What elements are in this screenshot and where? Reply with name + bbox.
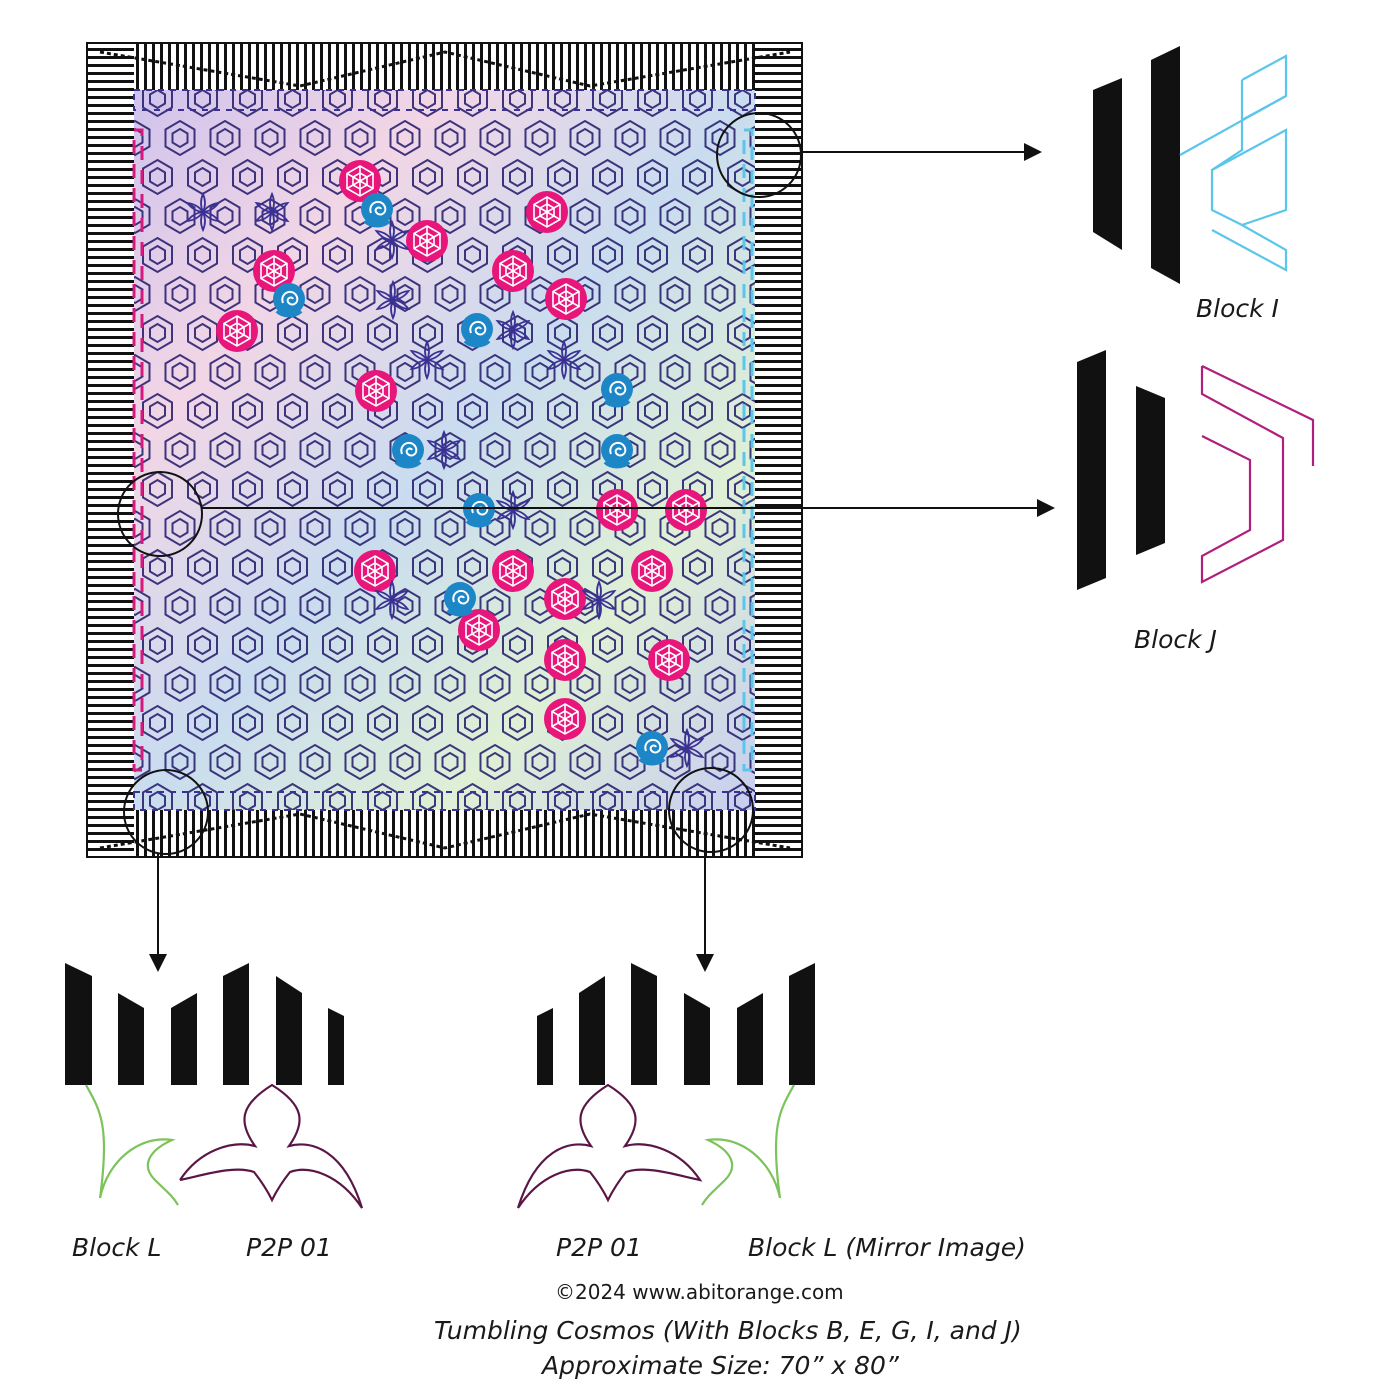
quilt-border-zigzag-bottom: [99, 812, 791, 850]
quilt-border-outline: [86, 42, 803, 858]
quilt-bottom-leaf-row: [133, 791, 756, 811]
label-block-j: Block J: [1134, 625, 1217, 654]
quilt-border-zigzag-top: [99, 50, 791, 88]
block-l-mirror-green-outline: [701, 1084, 795, 1206]
quilt-border-bottom: [87, 810, 802, 857]
quilt-right-cyan-edge: [742, 128, 754, 772]
quilt-border-top: [87, 43, 802, 90]
blue-swirl-icon: [461, 491, 497, 528]
blue-swirl-icon: [599, 371, 635, 408]
label-p2p-left: P2P 01: [246, 1233, 332, 1262]
arrow-head-icon: [1024, 143, 1042, 161]
p2p-plum-outline: [516, 1083, 703, 1209]
magenta-rosette-icon: [664, 488, 708, 532]
block-l-detail: [65, 963, 364, 1209]
magenta-rosette-icon: [491, 549, 535, 593]
magenta-rosette-icon: [543, 577, 587, 621]
label-block-l-mirror: Block L (Mirror Image): [748, 1233, 1026, 1262]
quilt: [86, 42, 803, 858]
arrow-head-icon: [696, 954, 714, 972]
block-l-mirror-bar: [737, 993, 763, 1085]
blue-swirl-icon: [390, 432, 426, 469]
footer-copyright: ©2024 www.abitorange.com: [555, 1280, 844, 1304]
label-block-l: Block L: [72, 1233, 162, 1262]
footer-size: Approximate Size: 70” x 80”: [542, 1351, 899, 1380]
p2p-plum-outline: [179, 1083, 364, 1209]
magenta-rosette-icon: [353, 549, 397, 593]
block-i-bar: [1151, 46, 1180, 284]
magenta-rosette-icon: [630, 549, 674, 593]
arrow-head-icon: [1037, 499, 1055, 517]
magenta-rosette-icon: [354, 369, 398, 413]
block-j-detail: [1077, 350, 1315, 590]
label-block-i: Block I: [1196, 294, 1279, 323]
block-l-mirror-detail: [516, 963, 815, 1209]
block-l-mirror-bar: [579, 976, 605, 1085]
blue-swirl-icon: [634, 729, 670, 766]
arrow-head-icon: [149, 954, 167, 972]
block-j-bar: [1136, 386, 1165, 555]
callout-circle-block-l: [123, 769, 209, 855]
quilt-left-magenta-edge: [132, 128, 144, 772]
magenta-rosette-icon: [543, 638, 587, 682]
magenta-rosette-icon: [215, 309, 259, 353]
blue-swirl-icon: [359, 191, 395, 228]
block-i-detail: [1093, 46, 1288, 284]
blue-swirl-icon: [271, 281, 307, 318]
callout-circle-block-l-mirror: [668, 767, 754, 853]
block-l-mirror-bar: [789, 963, 815, 1085]
footer-title: Tumbling Cosmos (With Blocks B, E, G, I,…: [434, 1316, 1022, 1345]
magenta-rosette-icon: [647, 638, 691, 682]
magenta-rosette-icon: [525, 190, 569, 234]
magenta-rosette-icon: [491, 249, 535, 293]
block-l-mirror-bar: [537, 1008, 553, 1085]
block-l-mirror-bar: [684, 993, 710, 1085]
block-l-bar: [171, 993, 197, 1085]
blue-swirl-icon: [599, 432, 635, 469]
magenta-rosette-icon: [405, 219, 449, 263]
quilt-top-leaf-row: [133, 89, 756, 111]
block-j-purple-outline: [1200, 365, 1315, 584]
block-l-bar: [276, 976, 302, 1085]
block-i-bar: [1093, 78, 1122, 250]
callout-circle-block-i: [716, 112, 802, 198]
block-l-bar: [223, 963, 249, 1085]
quilt-border-left: [87, 43, 134, 857]
block-l-green-outline: [85, 1084, 179, 1206]
blue-swirl-icon: [459, 311, 495, 348]
block-l-bar: [65, 963, 92, 1085]
quilt-border-right: [755, 43, 802, 857]
label-p2p-right: P2P 01: [556, 1233, 642, 1262]
block-l-bar: [328, 1008, 344, 1085]
block-l-bar: [118, 993, 144, 1085]
callout-circle-block-j: [117, 471, 203, 557]
magenta-rosette-icon: [543, 697, 587, 741]
magenta-rosette-icon: [595, 488, 639, 532]
block-i-cyan-outline: [1179, 54, 1288, 272]
callouts: [117, 112, 1055, 972]
magenta-rosette-icon: [544, 277, 588, 321]
block-l-mirror-bar: [631, 963, 657, 1085]
blue-swirl-icon: [442, 580, 478, 617]
block-j-bar: [1077, 350, 1106, 590]
